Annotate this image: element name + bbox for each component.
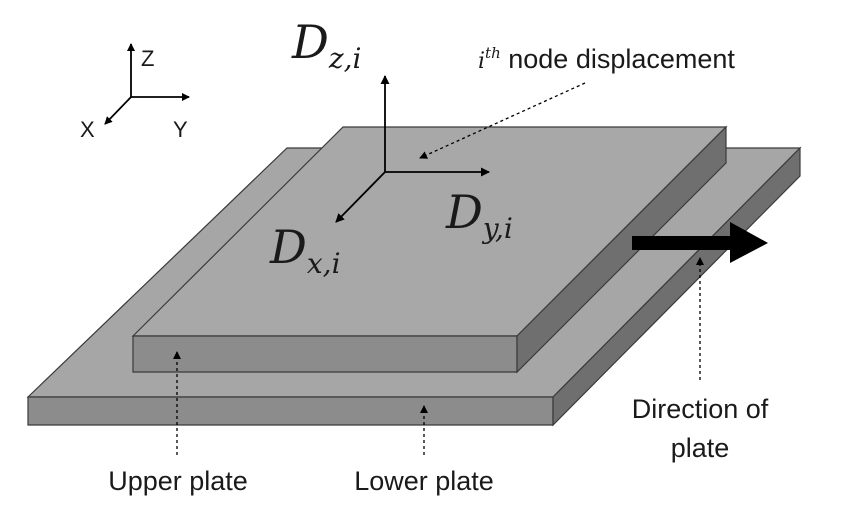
lower-plate-label: Lower plate (354, 466, 494, 496)
node-leader-line (419, 82, 586, 159)
lower-plate-right-face (552, 146, 801, 427)
upper-plate-label: Upper plate (108, 466, 248, 496)
dx-arrow (335, 171, 386, 223)
direction-label-line1: Direction of (632, 394, 769, 424)
upper-plate-front-face (132, 335, 518, 373)
upper-plate-right-face (516, 125, 727, 374)
dz-label: Dz,i (291, 15, 362, 75)
x-axis-label: X (80, 117, 95, 142)
dy-label: Dy,i (445, 185, 513, 245)
z-axis-label: Z (141, 46, 154, 71)
x-axis-arrow (104, 96, 132, 125)
upper-plate (131, 125, 728, 374)
node-displacement-label: ith node displacement (478, 44, 735, 74)
direction-arrow (632, 222, 768, 263)
lower-plate-front-face (27, 396, 554, 426)
y-axis-label: Y (173, 117, 188, 142)
node-displacement-vectors (335, 75, 490, 223)
direction-label-line2: plate (671, 433, 730, 463)
axes-indicator: Z X Y (80, 43, 190, 142)
dx-label: Dx,i (269, 220, 341, 280)
